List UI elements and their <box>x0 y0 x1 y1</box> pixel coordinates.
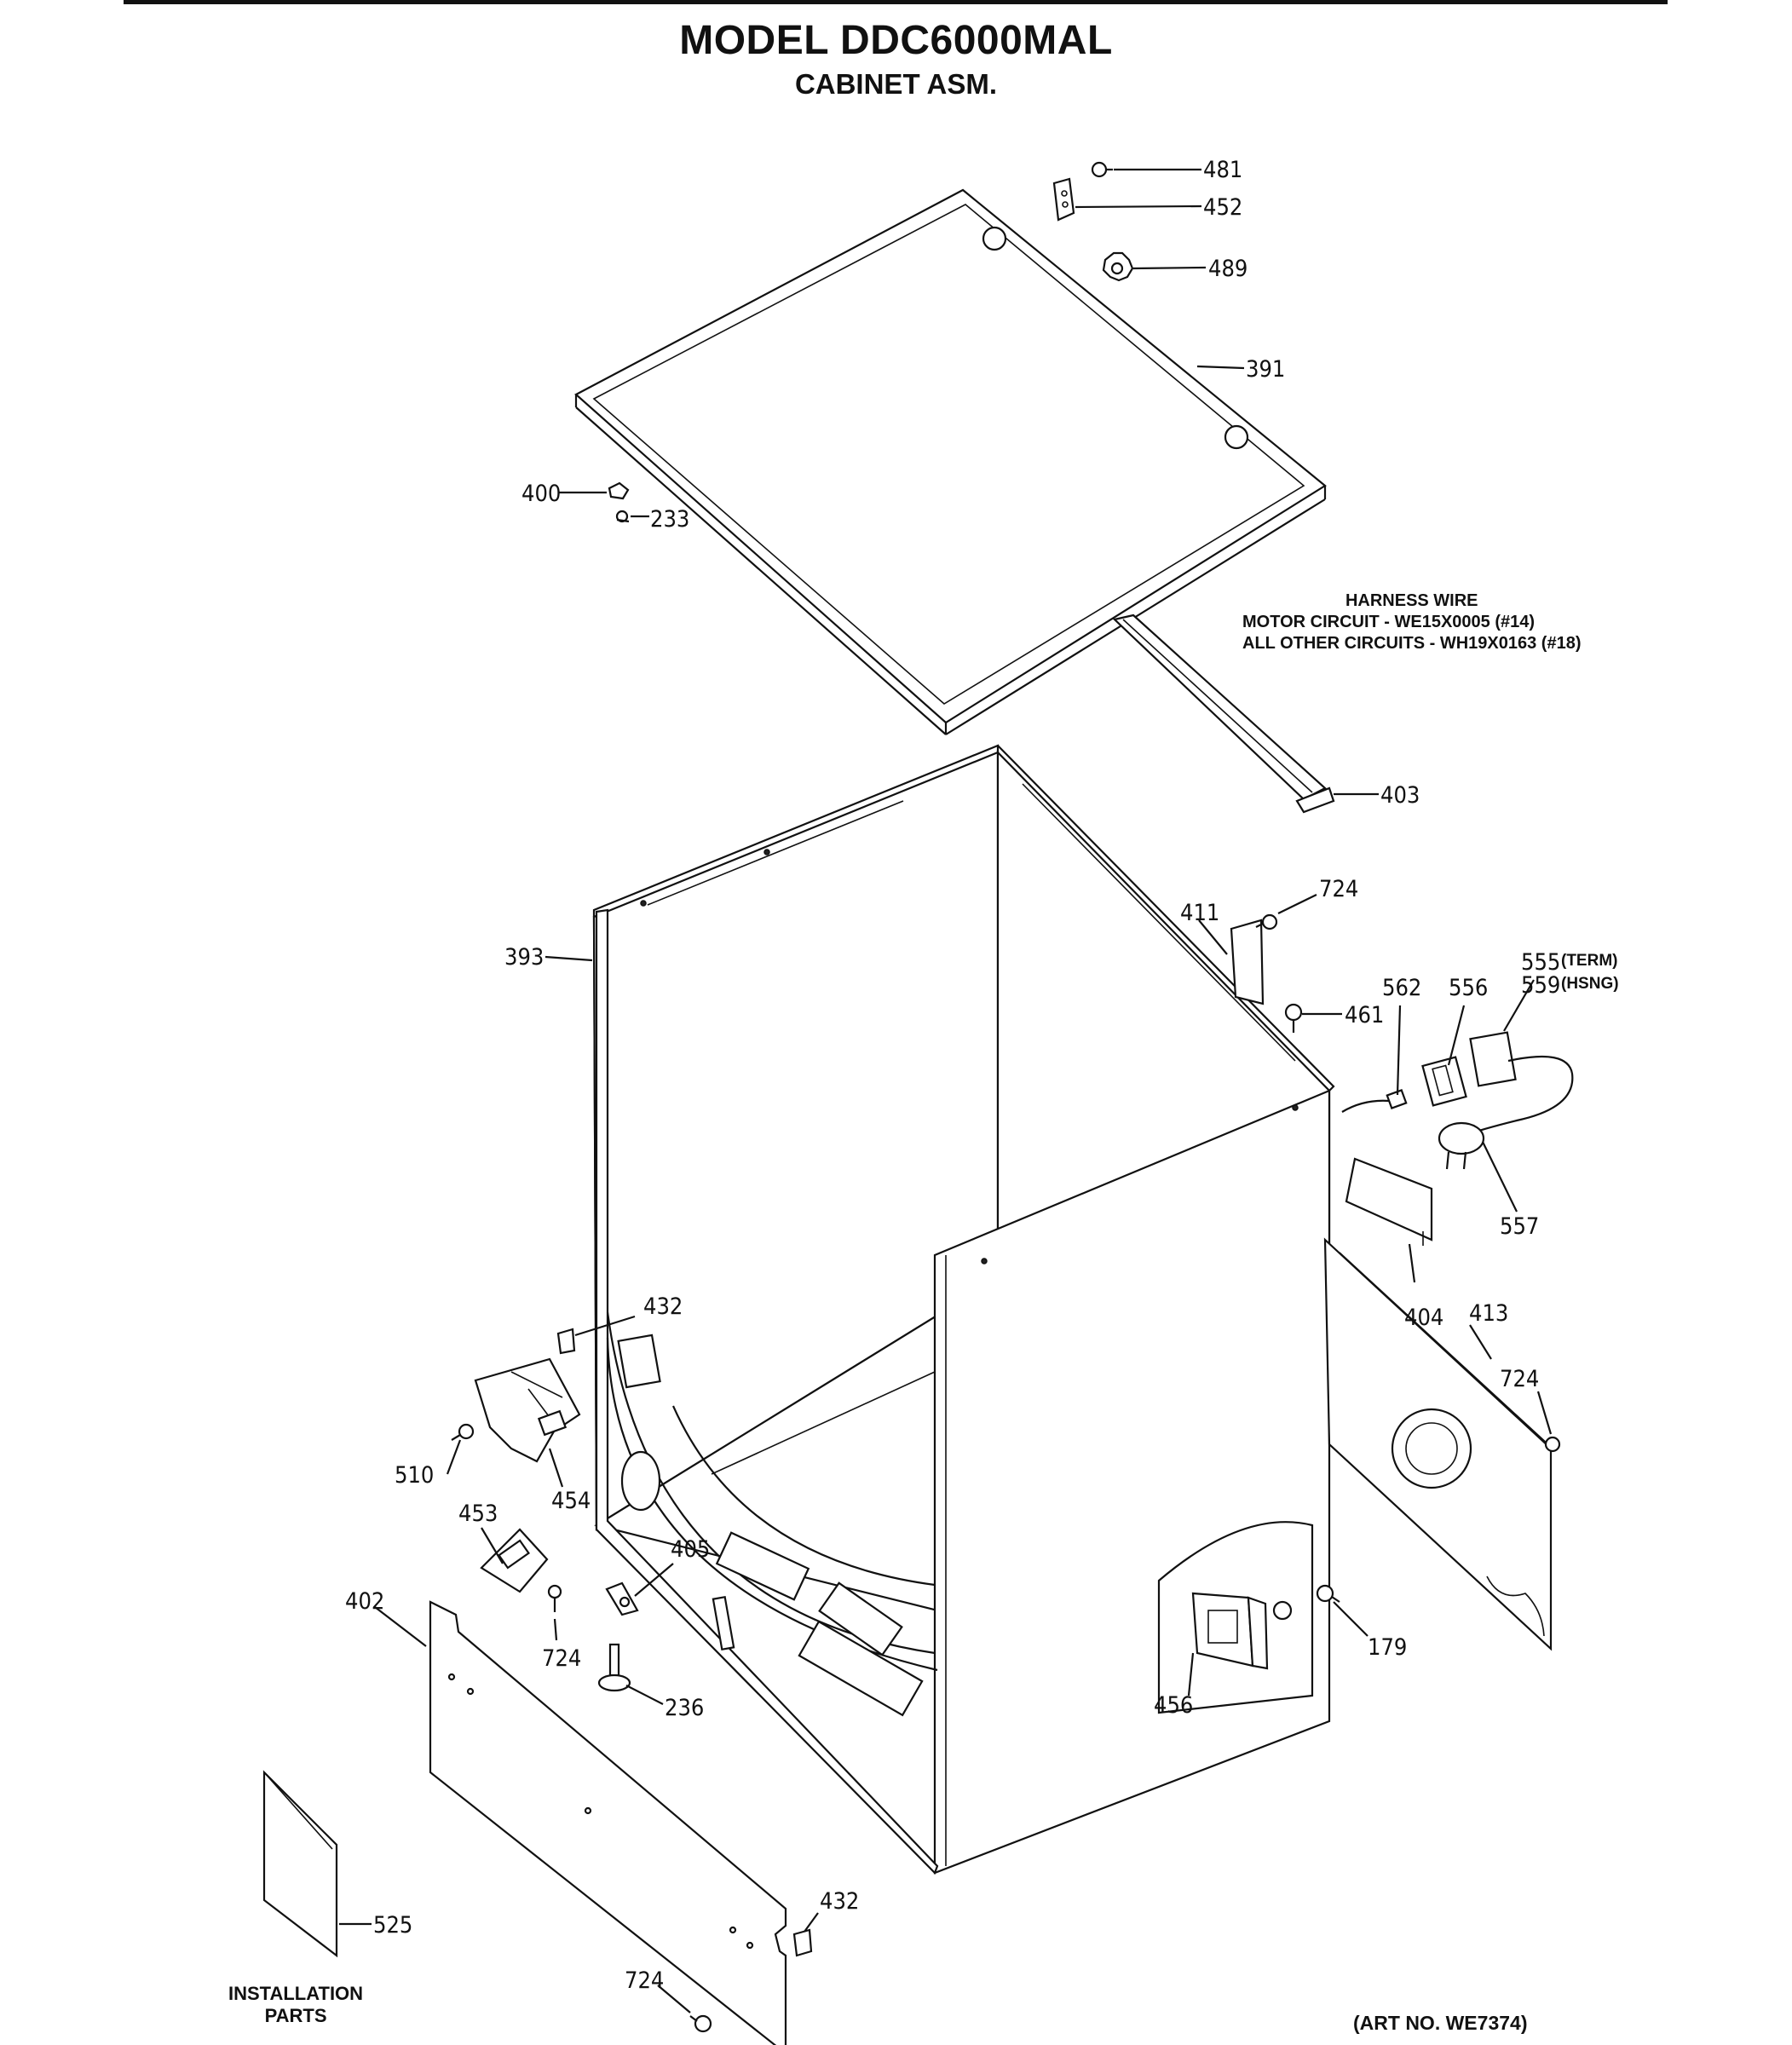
page-subtitle: CABINET ASM. <box>794 68 998 100</box>
terminal-562 <box>1341 1088 1408 1113</box>
label-236: 236 <box>665 1695 704 1721</box>
cabinet-393 <box>592 744 1335 1875</box>
label-413: 413 <box>1469 1300 1508 1327</box>
label-555: 555 <box>1521 949 1560 976</box>
label-724-rear: 724 <box>1500 1366 1539 1392</box>
label-510: 510 <box>395 1462 434 1489</box>
bumper-489 <box>1102 251 1134 282</box>
label-559-note: (HSNG) <box>1561 975 1619 993</box>
label-724-hinge: 724 <box>542 1645 581 1672</box>
label-432-upper: 432 <box>643 1293 683 1320</box>
label-724-top: 724 <box>1319 876 1358 902</box>
hinge-bracket-452 <box>1052 177 1075 222</box>
installation-label-line2: PARTS <box>264 2005 327 2026</box>
screw-724-rear <box>1544 1436 1561 1453</box>
bracket-456 <box>1191 1592 1269 1670</box>
label-489: 489 <box>1208 256 1247 282</box>
label-461: 461 <box>1345 1002 1384 1028</box>
screw-179 <box>1316 1584 1340 1603</box>
leader-lines <box>339 168 1553 2013</box>
clip-432-lower <box>792 1928 813 1957</box>
label-393: 393 <box>504 944 544 971</box>
toe-panel-402 <box>429 1600 787 2045</box>
installation-parts-bag-525 <box>262 1770 338 1958</box>
label-403: 403 <box>1380 782 1420 809</box>
clip-432-upper <box>556 1328 576 1355</box>
label-400: 400 <box>521 481 561 507</box>
label-405: 405 <box>671 1536 710 1563</box>
harness-note-heading: HARNESS WIRE <box>1345 591 1478 610</box>
hinge-453 <box>480 1528 549 1593</box>
screw-481 <box>1091 161 1113 178</box>
leveling-leg-236 <box>597 1643 631 1692</box>
connector-556 <box>1421 1056 1467 1107</box>
page-title: MODEL DDC6000MAL <box>679 18 1113 63</box>
rear-panel-413 <box>1323 1237 1553 1651</box>
label-402: 402 <box>345 1588 384 1615</box>
label-452: 452 <box>1203 194 1242 221</box>
label-179: 179 <box>1368 1634 1407 1661</box>
art-number: (ART NO. WE7374) <box>1353 2012 1528 2034</box>
screw-510 <box>451 1423 475 1441</box>
label-432-lower: 432 <box>820 1888 859 1915</box>
screw-724-top <box>1255 913 1278 930</box>
harness-note-other: ALL OTHER CIRCUITS - WH19X0163 (#18) <box>1242 634 1582 653</box>
housing-559 <box>1465 1031 1574 1137</box>
screw-233 <box>615 510 630 523</box>
harness-strip-403 <box>1112 614 1335 814</box>
screw-724-lower <box>689 2014 712 2033</box>
label-411: 411 <box>1180 900 1219 926</box>
label-555-note: (TERM) <box>1561 952 1617 970</box>
screw-461 <box>1284 1003 1303 1033</box>
label-559: 559 <box>1521 972 1560 999</box>
harness-note-motor: MOTOR CIRCUIT - WE15X0005 (#14) <box>1242 613 1536 631</box>
label-454: 454 <box>551 1488 591 1514</box>
label-525: 525 <box>373 1912 412 1938</box>
power-cord-557 <box>1438 1121 1485 1170</box>
label-404: 404 <box>1404 1305 1443 1331</box>
label-456: 456 <box>1154 1692 1193 1719</box>
clip-400 <box>608 481 630 500</box>
top-panel-391 <box>574 188 1327 735</box>
screw-724-hinge <box>547 1584 562 1612</box>
label-453: 453 <box>458 1501 498 1527</box>
label-556: 556 <box>1449 975 1488 1001</box>
label-233: 233 <box>650 506 689 533</box>
top-rule <box>124 0 1668 4</box>
label-724-lower: 724 <box>625 1967 664 1994</box>
door-latch-454 <box>474 1357 581 1463</box>
cover-plate-411 <box>1230 919 1265 1005</box>
installation-parts-label: INSTALLATION PARTS <box>228 1983 363 2027</box>
catch-405 <box>605 1581 639 1616</box>
installation-label-line1: INSTALLATION <box>228 1983 364 2004</box>
label-391: 391 <box>1246 356 1285 383</box>
label-557: 557 <box>1500 1213 1539 1240</box>
label-562: 562 <box>1382 975 1421 1001</box>
bracket-404 <box>1345 1157 1433 1246</box>
label-481: 481 <box>1203 157 1242 183</box>
harness-wire-note: HARNESS WIRE MOTOR CIRCUIT - WE15X0005 (… <box>1242 590 1582 654</box>
